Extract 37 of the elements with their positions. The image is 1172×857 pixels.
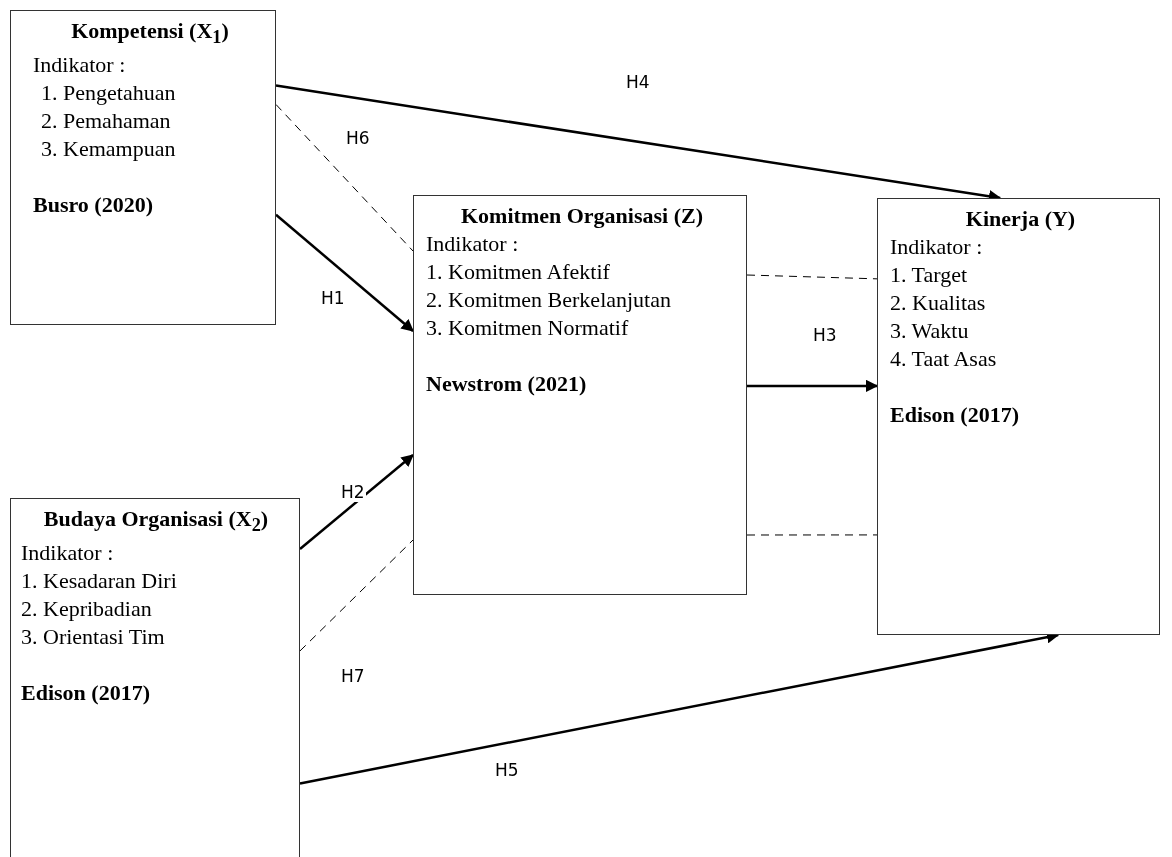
- source-citation: Newstrom (2021): [426, 370, 588, 398]
- arrow: [747, 379, 879, 393]
- indicator-heading: Indikator :: [21, 539, 115, 568]
- indicator-item: 2. Komitmen Berkelanjutan: [426, 286, 672, 314]
- connector-line: [275, 104, 414, 252]
- variable-box: [877, 198, 1160, 635]
- indicator-item: 2. Kepribadian: [21, 595, 153, 624]
- arrow: [299, 454, 414, 550]
- source-citation: Edison (2017): [890, 401, 1020, 429]
- indicator-heading: Indikator :: [890, 233, 984, 261]
- variable-title: Kinerja (Y): [964, 205, 1077, 233]
- indicator-item: 3. Komitmen Normatif: [426, 314, 630, 342]
- connector-line: [746, 534, 878, 536]
- indicator-heading: Indikator :: [426, 230, 520, 258]
- connector-line: [746, 274, 878, 280]
- indicator-item: 3. Waktu: [890, 317, 970, 345]
- source-citation: Busro (2020): [33, 191, 154, 220]
- variable-box: [413, 195, 747, 595]
- indicator-item: 2. Pemahaman: [40, 107, 172, 136]
- variable-title: Kompetensi (X$_{1}$): [70, 17, 230, 50]
- variable-box: [10, 498, 300, 857]
- indicator-item: 3. Orientasi Tim: [21, 623, 166, 652]
- variable-title: Budaya Organisasi (X$_{2}$): [42, 505, 270, 538]
- variable-title: Komitmen Organisasi (Z): [460, 202, 704, 230]
- edge-label: H2: [340, 482, 366, 502]
- indicator-item: 1. Target: [890, 261, 969, 289]
- indicator-heading: Indikator :: [33, 51, 127, 80]
- indicator-item: 1. Kesadaran Diri: [21, 567, 178, 596]
- indicator-item: 2. Kualitas: [890, 289, 987, 317]
- connector-line: [299, 539, 414, 652]
- indicator-item: 4. Taat Asas: [890, 345, 998, 373]
- indicator-item: 1. Komitmen Afektif: [426, 258, 611, 286]
- arrow: [275, 213, 414, 332]
- source-citation: Edison (2017): [21, 679, 151, 708]
- indicator-item: 1. Pengetahuan: [40, 79, 177, 108]
- indicator-item: 3. Kemampuan: [40, 135, 177, 164]
- variable-box: [10, 10, 276, 325]
